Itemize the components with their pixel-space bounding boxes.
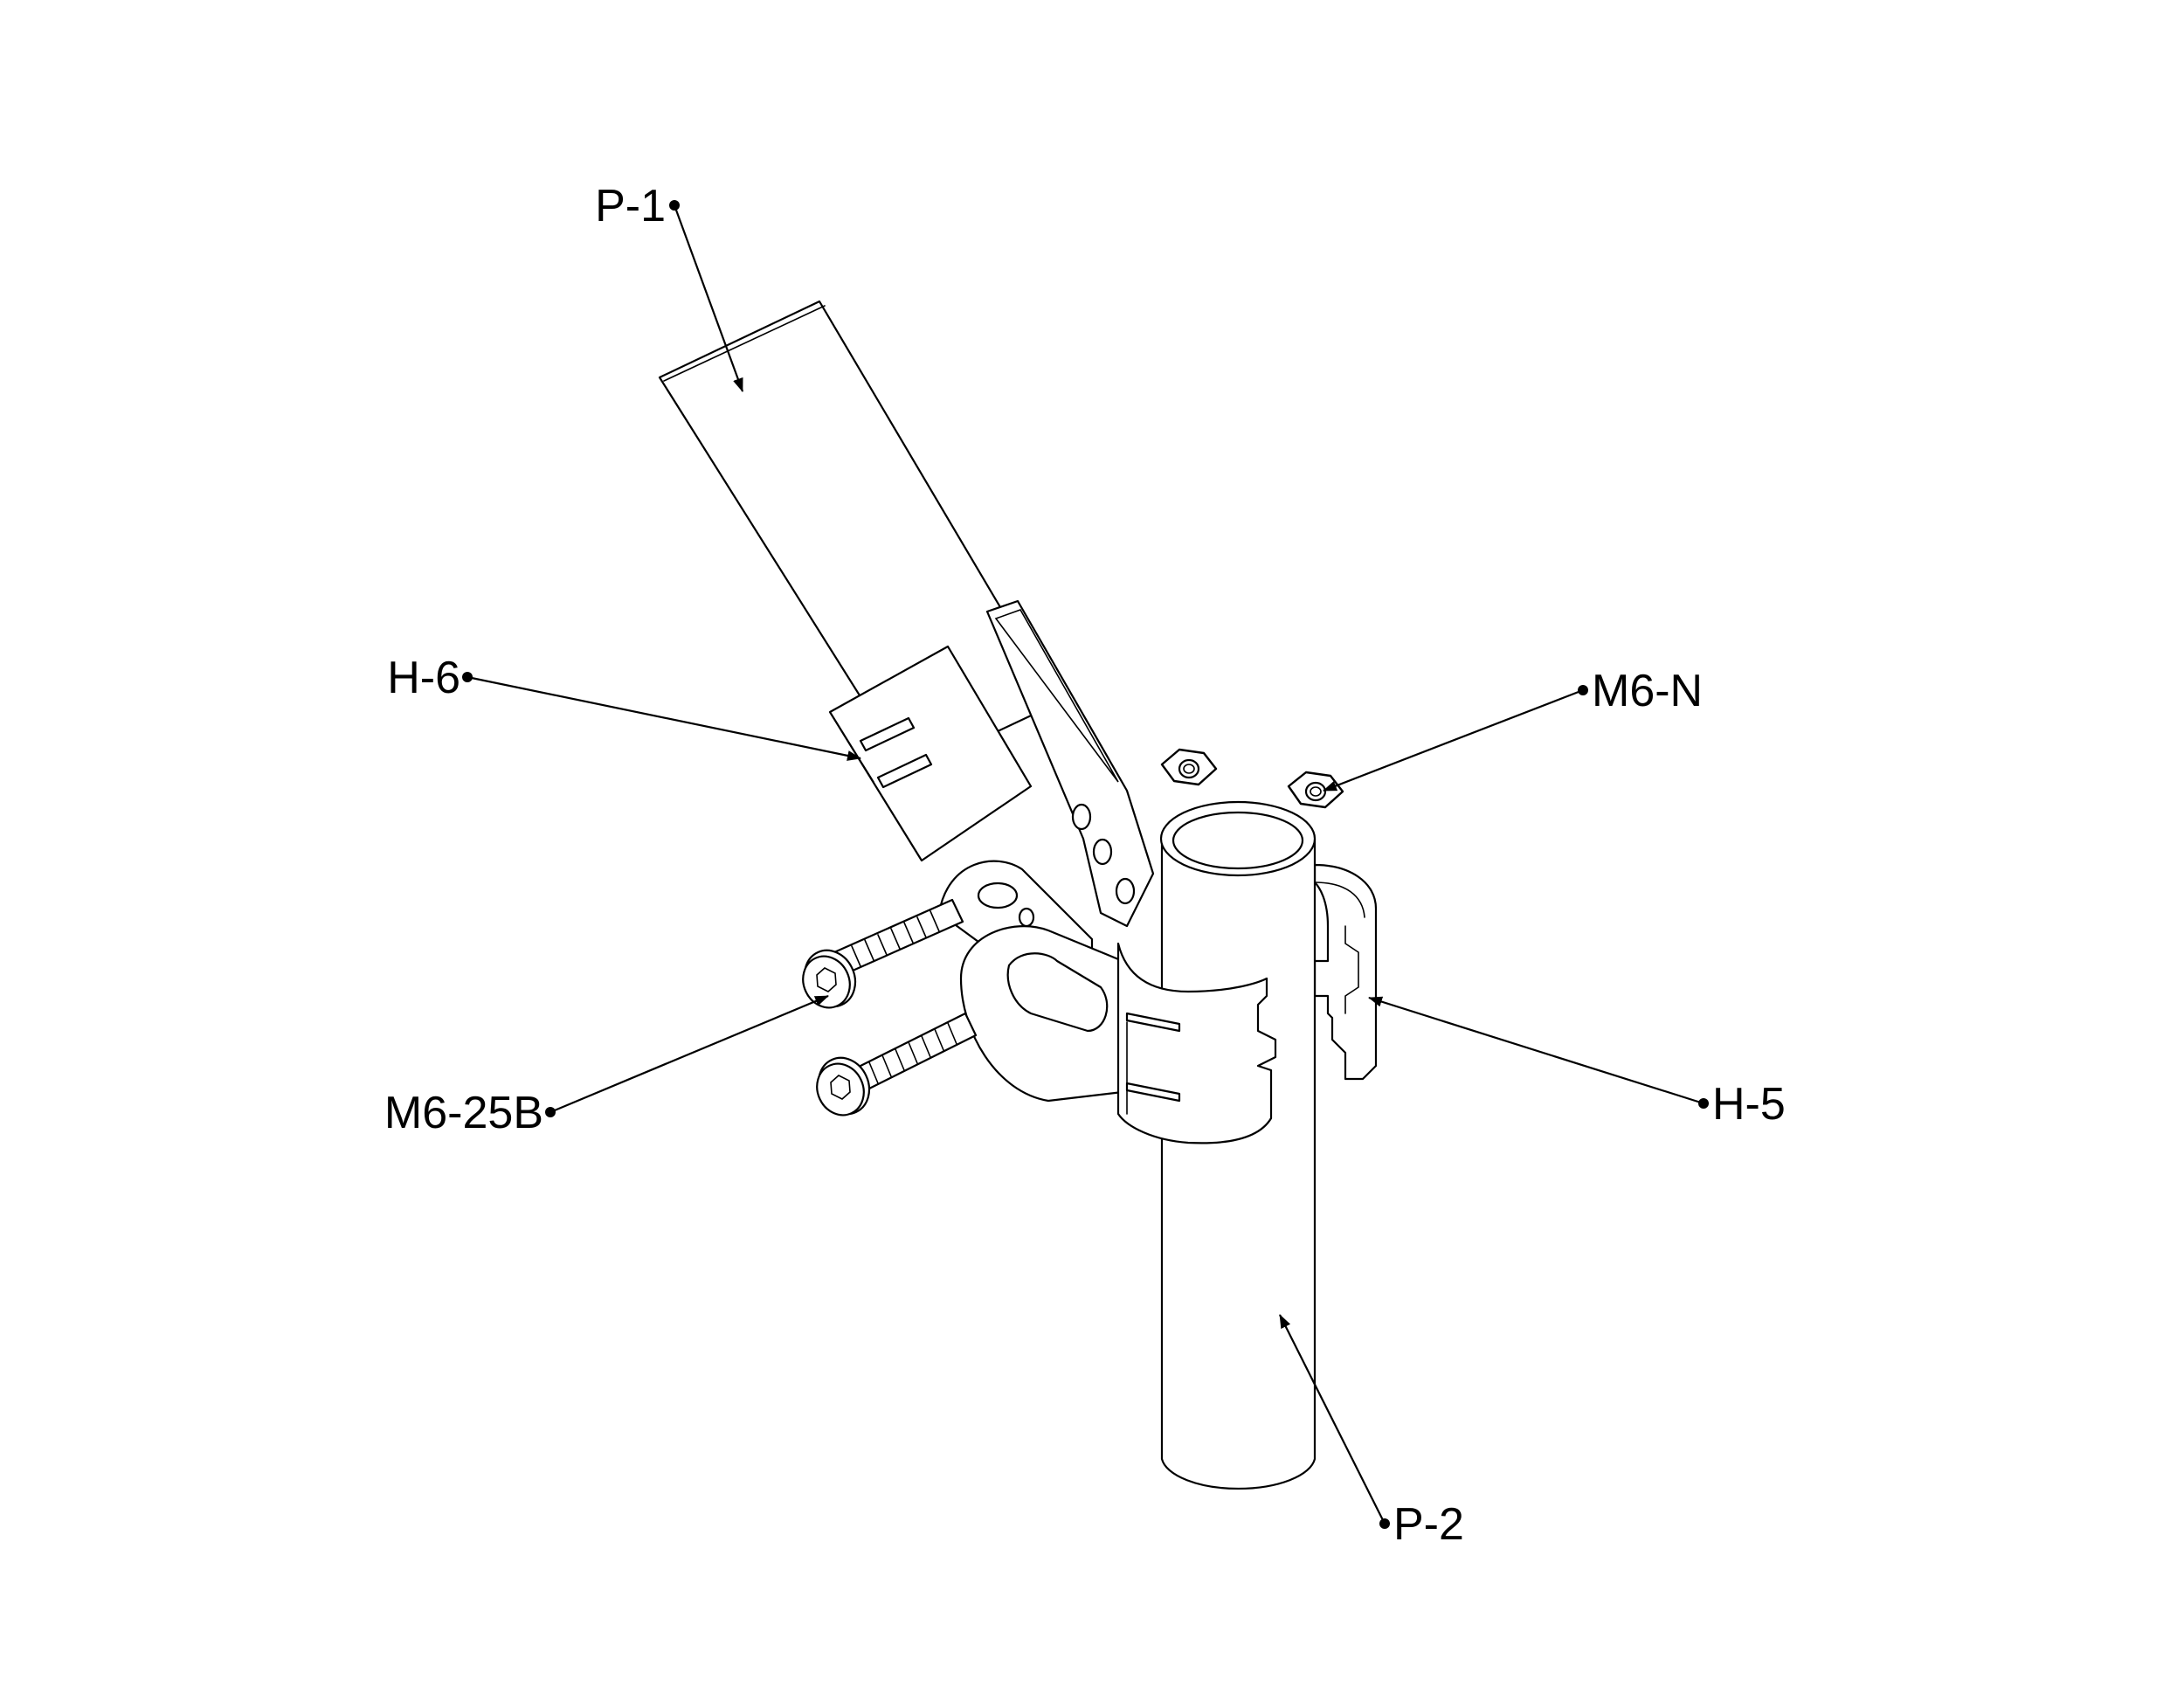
leader-p2 [1279,1314,1386,1525]
callout-h6: H-6 [387,653,460,703]
callout-h5: H-5 [1712,1079,1786,1130]
hex-nut-icon [1287,771,1344,809]
fitting-h6-front [959,925,1277,1144]
leader-lines [467,204,1704,1525]
cap-screw-icon [802,898,964,1009]
callout-p2: P-2 [1393,1499,1464,1550]
hex-nut-icon [1160,748,1218,786]
callout-dots [462,200,1709,1529]
cap-screw-icon [816,1012,978,1117]
vertical-tube-p2 [1159,800,1317,1490]
callout-m6n: M6-N [1592,666,1703,716]
leader-h5 [1368,996,1704,1105]
callout-m6-25b: M6-25B [384,1088,543,1138]
leader-m6n [1323,688,1584,792]
leader-m625b [549,994,829,1114]
clamp-half-h5 [1313,863,1378,1081]
leader-p1 [673,204,744,392]
callout-p1: P-1 [595,181,666,232]
leader-h6 [467,675,861,761]
